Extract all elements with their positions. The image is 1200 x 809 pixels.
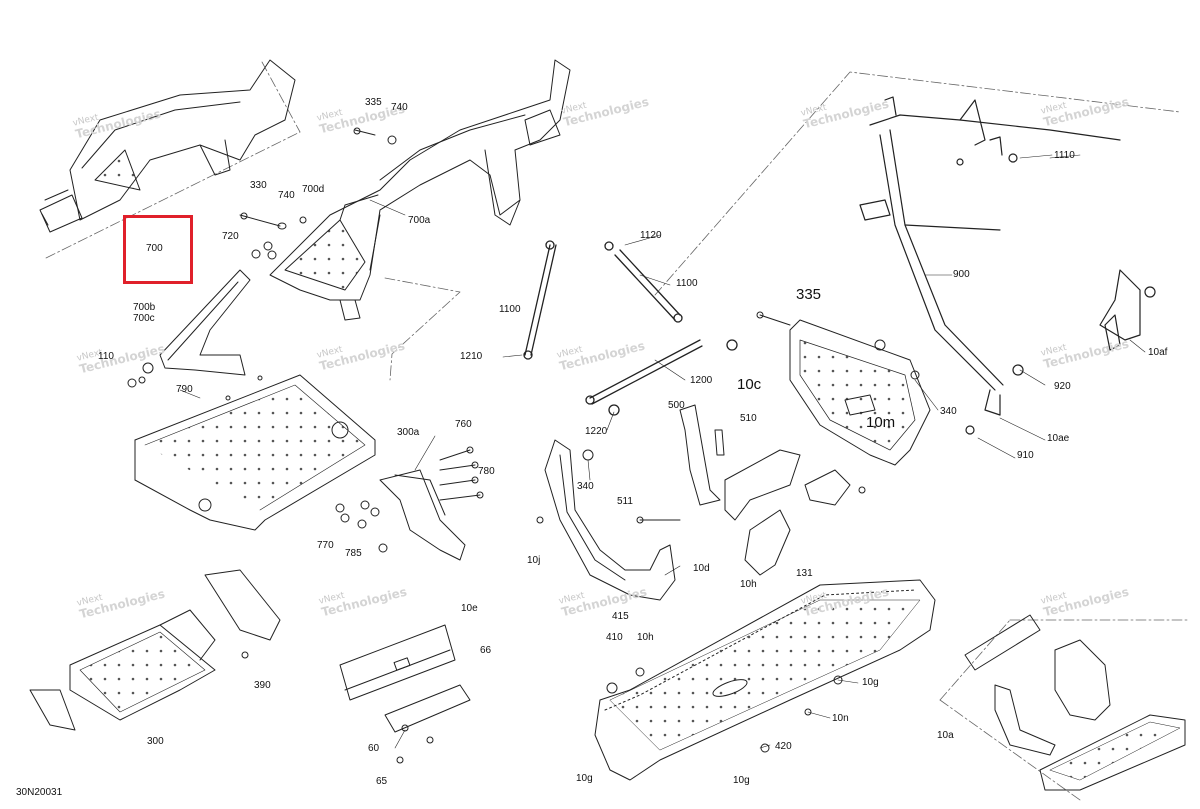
callout-300a: 300a: [397, 427, 420, 438]
assembly-300: [29, 569, 281, 731]
callout-1200: 1200: [690, 375, 713, 386]
callout-770: 770: [317, 540, 334, 551]
callout-335-big: 335: [796, 286, 822, 303]
callout-10h-a: 10h: [740, 579, 757, 590]
callout-700a: 700a: [408, 215, 431, 226]
callout-510: 510: [740, 413, 757, 424]
callout-420: 420: [775, 741, 792, 752]
callout-10ae: 10ae: [1047, 433, 1070, 444]
highlight-box-700: [123, 215, 193, 284]
callout-10d: 10d: [693, 563, 710, 574]
callout-785: 785: [345, 548, 362, 559]
callout-1210: 1210: [460, 351, 483, 362]
detail-10a: [964, 614, 1186, 791]
support-rods: [523, 240, 738, 416]
callout-10e: 10e: [461, 603, 478, 614]
callout-10n: 10n: [832, 713, 849, 724]
callout-700c: 700c: [133, 313, 155, 324]
callout-1100-left: 1100: [499, 304, 521, 315]
bracket-300a: [335, 446, 484, 561]
callout-700d: 700d: [302, 184, 325, 195]
callout-10af: 10af: [1148, 347, 1168, 358]
callout-340-right: 340: [940, 406, 957, 417]
frame-10d: [536, 439, 676, 601]
callout-900: 900: [953, 269, 970, 280]
callout-340-left: 340: [577, 481, 594, 492]
callout-740-top: 740: [391, 102, 408, 113]
main-frame-700a: [269, 59, 571, 321]
callout-390: 390: [254, 680, 271, 691]
callout-10c: 10c: [737, 376, 762, 393]
callout-10g-a: 10g: [862, 677, 879, 688]
callout-300: 300: [147, 736, 164, 747]
callout-10g-b: 10g: [733, 775, 750, 786]
callout-500: 500: [668, 400, 685, 411]
bracket-700c: [159, 269, 251, 376]
callout-66: 66: [480, 645, 492, 656]
frame-detail-top-left: [39, 59, 296, 233]
callout-1110: 1110: [1054, 150, 1075, 161]
callout-1100-right: 1100: [676, 278, 698, 289]
assembly-10e: [339, 624, 471, 764]
diagram-code: 30N20031: [16, 787, 63, 798]
callout-110: 110: [98, 351, 114, 362]
callout-1220: 1220: [585, 426, 608, 437]
sep-line: [261, 61, 301, 133]
callout-415: 415: [612, 611, 629, 622]
hardware-top: [127, 127, 397, 401]
callout-10j: 10j: [527, 555, 541, 566]
callout-1120: 1120: [640, 230, 662, 241]
callout-10a: 10a: [937, 730, 954, 741]
callout-760: 760: [455, 419, 472, 430]
callout-10h-b: 10h: [637, 632, 654, 643]
panel-10c: [756, 311, 931, 466]
callout-131: 131: [796, 568, 813, 579]
callout-920: 920: [1054, 381, 1071, 392]
bottom-plate: [594, 579, 936, 781]
callout-10g-c: 10g: [576, 773, 593, 784]
callout-10m: 10m: [866, 414, 896, 431]
callout-700[interactable]: 700: [146, 243, 163, 254]
callout-790: 790: [176, 384, 193, 395]
callout-511: 511: [617, 496, 633, 507]
bracket-500: [636, 404, 866, 576]
skid-plate-790: [134, 374, 376, 531]
callout-335-top: 335: [365, 97, 382, 108]
callout-910: 910: [1017, 450, 1034, 461]
callout-330: 330: [250, 180, 267, 191]
callout-720: 720: [222, 231, 239, 242]
callout-740: 740: [278, 190, 295, 201]
callout-780: 780: [478, 466, 495, 477]
callout-60: 60: [368, 743, 380, 754]
callout-65: 65: [376, 776, 388, 787]
callout-410: 410: [606, 632, 623, 643]
callout-700b: 700b: [133, 302, 156, 313]
